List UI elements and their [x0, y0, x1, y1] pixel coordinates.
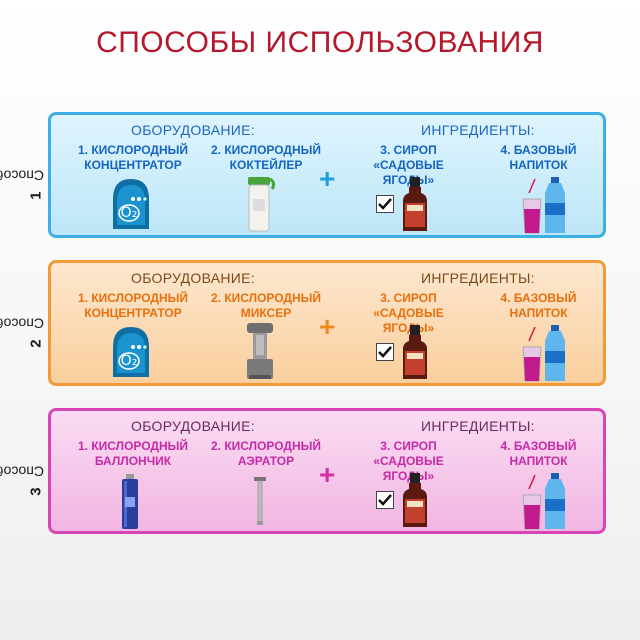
- equipment-header: ОБОРУДОВАНИЕ:: [131, 418, 255, 434]
- base-drink-icon: [522, 325, 565, 382]
- cocktailer-icon: [248, 177, 276, 232]
- ingredients-header: ИНГРЕДИЕНТЫ:: [421, 122, 535, 138]
- checkbox-icon: [376, 343, 394, 361]
- item-base-drink: 4. БАЗОВЫЙ НАПИТОК: [500, 439, 577, 468]
- method-3-label: Способ 3: [0, 408, 48, 534]
- o2-label: O₂: [121, 205, 138, 221]
- item-base-drink: 4. БАЗОВЫЙ НАПИТОК: [500, 291, 577, 320]
- method-number: 1: [27, 190, 45, 200]
- ingredients-header: ИНГРЕДИЕНТЫ:: [421, 270, 535, 286]
- item-oxygen-aerator: 2. КИСЛОРОДНЫЙ АЭРАТОР: [210, 439, 322, 468]
- oxygen-concentrator-icon: O₂: [113, 327, 149, 377]
- oxygen-concentrator-icon: O₂: [113, 179, 149, 229]
- method-label-text: Способ: [0, 167, 44, 183]
- checkbox-icon: [376, 491, 394, 509]
- method-label-text: Способ: [0, 463, 44, 479]
- method-number: 3: [27, 486, 45, 496]
- item-syrup: 3. СИРОП «САДОВЫЕ ЯГОДЫ»: [373, 439, 444, 483]
- item-oxygen-canister: 1. КИСЛОРОДНЫЙ БАЛЛОНЧИК: [77, 439, 189, 468]
- item-oxygen-concentrator: 1. КИСЛОРОДНЫЙ КОНЦЕНТРАТОР: [77, 143, 189, 172]
- equipment-header: ОБОРУДОВАНИЕ:: [131, 270, 255, 286]
- checkbox-icon: [376, 195, 394, 213]
- method-label-text: Способ: [0, 315, 44, 331]
- method-2-panel: ОБОРУДОВАНИЕ: ИНГРЕДИЕНТЫ: 1. КИСЛОРОДНЫ…: [48, 260, 606, 386]
- item-oxygen-mixer: 2. КИСЛОРОДНЫЙ МИКСЕР: [210, 291, 322, 320]
- item-base-drink: 4. БАЗОВЫЙ НАПИТОК: [500, 143, 577, 172]
- method-number: 2: [27, 338, 45, 348]
- ingredients-header: ИНГРЕДИЕНТЫ:: [421, 418, 535, 434]
- method-1-label: Способ 1: [0, 112, 48, 238]
- syrup-bottle-icon: [403, 177, 427, 231]
- plus-sign: +: [319, 163, 336, 194]
- base-drink-icon: [522, 473, 565, 530]
- page-title: СПОСОБЫ ИСПОЛЬЗОВАНИЯ: [96, 26, 544, 59]
- oxygen-canister-icon: [122, 474, 138, 529]
- oxygen-aerator-icon: [254, 477, 266, 525]
- item-syrup: 3. СИРОП «САДОВЫЕ ЯГОДЫ»: [373, 143, 444, 187]
- item-oxygen-concentrator: 1. КИСЛОРОДНЫЙ КОНЦЕНТРАТОР: [77, 291, 189, 320]
- plus-sign: +: [319, 311, 336, 342]
- oxygen-mixer-icon: [247, 323, 273, 379]
- syrup-bottle-icon: [403, 325, 427, 379]
- method-2-label: Способ 2: [0, 260, 48, 386]
- o2-label: O₂: [121, 353, 138, 369]
- syrup-bottle-icon: [403, 473, 427, 527]
- base-drink-icon: [522, 177, 565, 234]
- plus-sign: +: [319, 459, 336, 490]
- item-syrup: 3. СИРОП «САДОВЫЕ ЯГОДЫ»: [373, 291, 444, 335]
- item-oxygen-cocktailer: 2. КИСЛОРОДНЫЙ КОКТЕЙЛЕР: [210, 143, 322, 172]
- method-1-panel: ОБОРУДОВАНИЕ: ИНГРЕДИЕНТЫ: 1. КИСЛОРОДНЫ…: [48, 112, 606, 238]
- method-3-panel: ОБОРУДОВАНИЕ: ИНГРЕДИЕНТЫ: 1. КИСЛОРОДНЫ…: [48, 408, 606, 534]
- equipment-header: ОБОРУДОВАНИЕ:: [131, 122, 255, 138]
